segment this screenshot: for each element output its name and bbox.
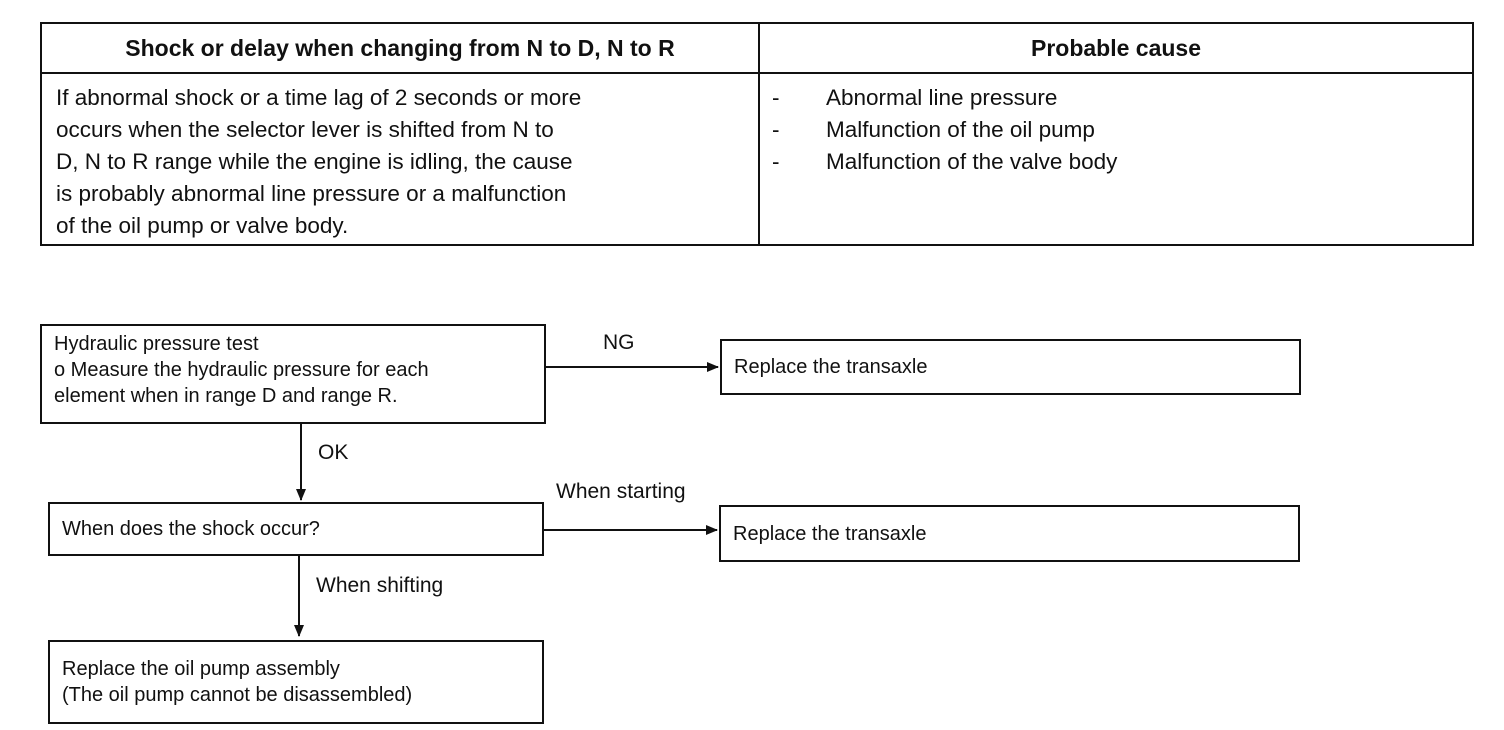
test-box-line: element when in range D and range R. <box>54 385 398 407</box>
ok-label: OK <box>318 441 349 464</box>
cause-bullet: - <box>772 85 780 110</box>
starting-label: When starting <box>556 480 686 503</box>
cause-bullet: - <box>772 117 780 142</box>
starting-result-text: Replace the transaxle <box>733 522 927 545</box>
final-box-line: (The oil pump cannot be disassembled) <box>62 684 413 706</box>
description-line: is probably abnormal line pressure or a … <box>56 181 567 206</box>
hydraulic-pressure-test-box: Hydraulic pressure test o Measure the hy… <box>40 324 546 424</box>
cause-bullet: - <box>772 149 780 174</box>
symptom-column-header: Shock or delay when changing from N to D… <box>125 35 675 61</box>
description-line: of the oil pump or valve body. <box>56 213 349 238</box>
question-text: When does the shock occur? <box>62 518 320 540</box>
table-column-divider <box>758 24 760 244</box>
diagnosis-table: Shock or delay when changing from N to D… <box>40 22 1474 246</box>
cause-column-header: Probable cause <box>1030 35 1202 61</box>
ng-result-box: Replace the transaxle <box>720 339 1301 395</box>
description-line: occurs when the selector lever is shifte… <box>56 117 554 142</box>
final-box-line: Replace the oil pump assembly <box>62 658 340 680</box>
cause-text: Malfunction of the valve body <box>826 149 1118 174</box>
ng-result-text: Replace the transaxle <box>734 356 928 378</box>
shifting-label: When shifting <box>316 574 444 597</box>
starting-result-box: Replace the transaxle <box>719 505 1300 562</box>
test-box-line: Hydraulic pressure test <box>54 333 259 355</box>
description-line: D, N to R range while the engine is idli… <box>56 149 573 174</box>
replace-oil-pump-box: Replace the oil pump assembly (The oil p… <box>48 640 544 724</box>
table-header-row <box>42 24 1472 74</box>
ng-label: NG <box>603 331 635 354</box>
shock-timing-question-box: When does the shock occur? <box>48 502 544 556</box>
test-box-line: o Measure the hydraulic pressure for eac… <box>54 359 429 381</box>
cause-text: Abnormal line pressure <box>826 85 1058 110</box>
symptom-description: If abnormal shock or a time lag of 2 sec… <box>56 82 746 242</box>
description-line: If abnormal shock or a time lag of 2 sec… <box>56 85 582 110</box>
cause-text: Malfunction of the oil pump <box>826 117 1095 142</box>
